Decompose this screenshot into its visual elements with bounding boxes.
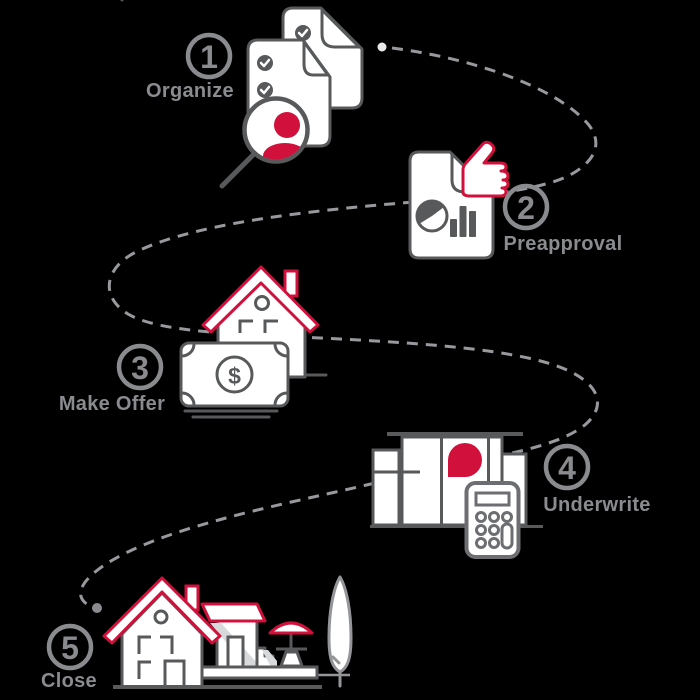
step-number-circle (502, 183, 550, 231)
step-5-close: 5 Close (41, 575, 353, 692)
dollar-sign: $ (228, 363, 241, 389)
home-icon (102, 576, 222, 689)
windows (137, 635, 174, 679)
roof (201, 265, 320, 334)
step-label: Underwrite (543, 494, 650, 516)
calculator-display (474, 491, 511, 507)
umbrella-canopy (268, 621, 314, 635)
check-icon (297, 28, 309, 38)
windows (238, 319, 278, 333)
shadow (262, 650, 277, 667)
money-bill-icon: $ (179, 341, 328, 419)
step-number-circle (46, 623, 94, 671)
step-2-preapproval: 2 Preapproval (408, 140, 623, 260)
step-number-circle (185, 32, 233, 80)
step-label: Organize (146, 80, 234, 102)
step-2-badge: 2 (502, 183, 550, 231)
calculator-icon (464, 481, 521, 559)
person-icon (263, 112, 306, 160)
left-wing (371, 448, 401, 527)
garage-door (226, 635, 245, 669)
step-4-badge: 4 (543, 443, 591, 491)
step-number: 5 (61, 630, 79, 666)
cypress-tree-icon (327, 575, 353, 688)
step-3-make-offer: $ 3 Make Offer (59, 0, 328, 419)
check-icon (259, 85, 271, 95)
round-window (153, 609, 169, 625)
step-number: 2 (517, 190, 535, 226)
round-window (254, 295, 270, 311)
bar-chart-icon (450, 206, 476, 237)
path-start-dot (377, 42, 387, 52)
front-door (163, 659, 186, 689)
step-label: Close (41, 670, 97, 692)
path-end-dot (92, 603, 102, 613)
step-1-badge: 1 (185, 32, 233, 80)
step-label: Preapproval (504, 233, 623, 255)
step-4-underwrite: 4 Underwrite (370, 432, 650, 559)
step-3-badge: 3 (116, 343, 164, 391)
pie-wedge (416, 200, 444, 224)
step-number: 3 (131, 350, 149, 386)
step-number-circle (116, 343, 164, 391)
roof (102, 576, 222, 645)
patio-umbrella-icon (268, 621, 314, 668)
step-1-organize: 1 Organize (146, 6, 364, 189)
garage-icon (200, 602, 267, 669)
ground-lines (183, 373, 328, 419)
patio-slab (199, 665, 319, 680)
check-icon (259, 58, 271, 68)
calculator-buttons (475, 511, 514, 550)
step-number: 1 (200, 39, 218, 75)
step-number-circle (543, 443, 591, 491)
magnifier-person-icon (219, 96, 310, 189)
garage-roof (200, 602, 267, 623)
magnifier-handle (219, 152, 256, 189)
step-label: Make Offer (59, 393, 165, 415)
thumbs-up-icon (461, 140, 510, 198)
step-5-badge: 5 (46, 623, 94, 671)
step-number: 4 (558, 450, 576, 486)
coin-circle (215, 355, 254, 394)
teardrop-logo-icon (448, 443, 482, 477)
table-base (279, 650, 304, 668)
